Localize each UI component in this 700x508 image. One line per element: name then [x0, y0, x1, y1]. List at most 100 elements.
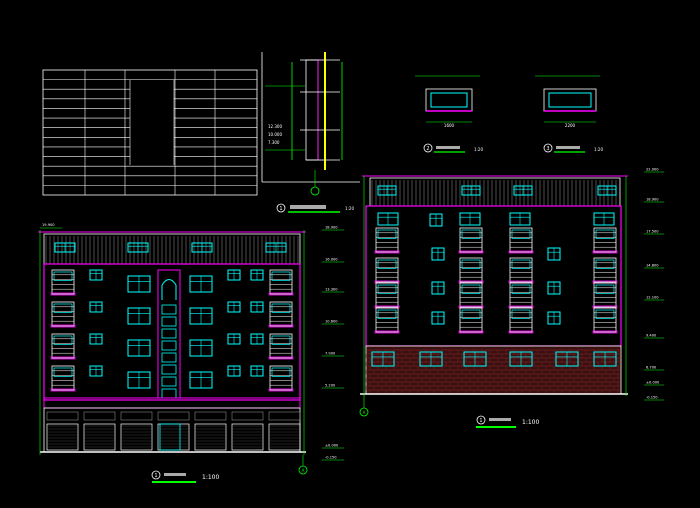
balcony-glass — [53, 303, 73, 313]
shop-sign — [194, 411, 227, 421]
entrance-door — [159, 423, 181, 451]
detail-mark-icon — [423, 143, 433, 153]
shop-sign — [46, 411, 79, 421]
shop-sign — [268, 411, 301, 421]
balcony-window — [51, 365, 75, 391]
front-elevation-name — [164, 473, 186, 476]
balcony-ledge — [50, 356, 76, 360]
balcony-glass — [595, 309, 615, 319]
balcony-glass — [271, 335, 291, 345]
shop-door — [46, 423, 79, 451]
balcony-glass — [595, 259, 615, 269]
elevation-mark-icon — [476, 415, 486, 425]
detail-mark-icon — [543, 143, 553, 153]
axis-bubble-icon — [298, 465, 308, 475]
detail-2-circle: 2 — [426, 146, 429, 152]
balcony-glass — [53, 367, 73, 377]
balcony-glass — [511, 284, 531, 294]
balcony-ledge — [268, 388, 294, 392]
side-elevation-title: 1 1:100 — [476, 415, 539, 428]
detail-3-title — [556, 146, 580, 149]
brick-base — [365, 345, 622, 395]
axis-bubble-side: A — [359, 395, 369, 417]
balcony-ledge — [50, 388, 76, 392]
detail-3-dim: 2200 — [565, 123, 576, 128]
facade-outline — [43, 263, 301, 401]
elevation-mark-text: -0.150 — [325, 456, 337, 460]
balcony-glass — [461, 309, 481, 319]
balcony-window — [51, 301, 75, 327]
balcony-window — [459, 257, 483, 283]
balcony-glass — [271, 303, 291, 313]
elevation-marks-right: 22.00018.90017.50014.80012.1009.4006.700… — [644, 168, 664, 401]
balcony-window — [593, 307, 617, 333]
elevation-mark-text: 10.600 — [325, 320, 338, 324]
wall-section-detail: 12.300 10.000 7.300 1 1:20 — [261, 52, 360, 213]
front-axis-label: A — [302, 468, 305, 473]
axis-bubble-front: A — [298, 455, 308, 475]
balcony-window — [509, 307, 533, 333]
balcony-glass — [53, 271, 73, 281]
table-outline — [42, 69, 258, 196]
elevation-mark-text: ±0.000 — [325, 444, 339, 448]
balcony-window — [375, 307, 399, 333]
elevation-mark-text: 12.100 — [646, 296, 659, 300]
axis-bubble-icon — [359, 407, 369, 417]
roof — [362, 175, 628, 207]
window-detail-3: 2200 3 1:20 — [535, 75, 603, 153]
detail-2-scale: 1:20 — [474, 147, 483, 152]
svg-text:10.000: 10.000 — [268, 132, 282, 137]
detail-2-title — [436, 146, 460, 149]
balcony-glass — [461, 284, 481, 294]
balcony-glass — [595, 284, 615, 294]
balcony-glass — [461, 259, 481, 269]
section-circle-number: 1 — [279, 206, 282, 212]
elevation-mark-text: 5.200 — [325, 384, 336, 388]
roof-elevation-text: 19.900 — [42, 223, 55, 227]
balcony-window — [375, 282, 399, 308]
balcony-window — [593, 282, 617, 308]
balcony-window — [269, 365, 293, 391]
side-elevation-name — [489, 418, 511, 421]
shop-door — [83, 423, 116, 451]
balcony-ledge — [374, 330, 400, 334]
stair-window — [161, 364, 177, 375]
balcony-glass — [271, 271, 291, 281]
balcony-ledge — [374, 250, 400, 254]
balcony-window — [509, 227, 533, 253]
stair-window — [161, 316, 177, 327]
balcony-ledge — [508, 250, 534, 254]
side-elevation-circle: 1 — [479, 418, 482, 424]
stair-window — [161, 352, 177, 363]
stair-window — [161, 328, 177, 339]
detail-3-scale: 1:20 — [594, 147, 603, 152]
side-elevation-scale: 1:100 — [522, 419, 539, 426]
elevation-mark-text: 18.900 — [646, 198, 659, 202]
detail-2-dim: 1600 — [444, 123, 455, 128]
balcony-ledge — [458, 330, 484, 334]
elevation-mark-text: -0.150 — [646, 396, 658, 400]
section-mark-icon — [276, 203, 286, 213]
balcony-ledge — [50, 324, 76, 328]
shop-door — [231, 423, 264, 451]
balcony-window — [509, 282, 533, 308]
shop-door — [268, 423, 301, 451]
roof — [38, 231, 306, 265]
elevation-mark-icon — [151, 470, 161, 480]
balcony-window — [459, 282, 483, 308]
balcony-glass — [511, 259, 531, 269]
balcony-glass — [595, 229, 615, 239]
side-axis-label: A — [363, 410, 366, 415]
svg-text:12.300: 12.300 — [268, 124, 282, 129]
balcony-glass — [377, 284, 397, 294]
balcony-glass — [511, 229, 531, 239]
elevation-mark-text: 17.500 — [646, 230, 659, 234]
balcony-window — [375, 227, 399, 253]
elevation-mark-text: 14.800 — [646, 264, 659, 268]
balcony-glass — [271, 367, 291, 377]
shop-sign — [231, 411, 264, 421]
balcony-window — [375, 257, 399, 283]
table-blank-block — [130, 80, 174, 165]
balcony-window — [269, 333, 293, 359]
